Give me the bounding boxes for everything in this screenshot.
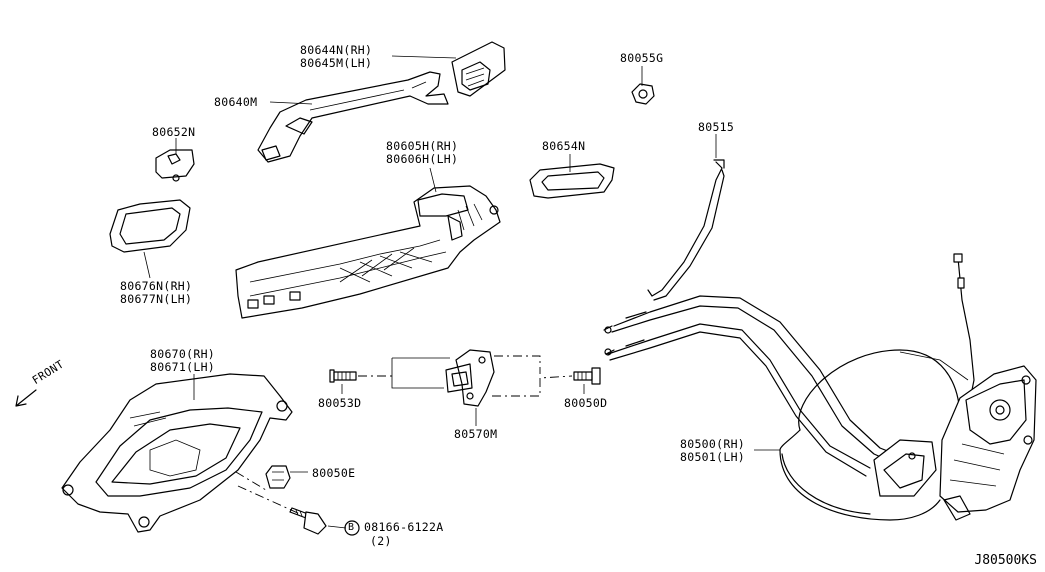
assembly-line [492,375,573,397]
label-80652n: 80652N [152,125,196,139]
assembly-line [235,471,267,491]
part-number: 80501(LH) [680,450,746,464]
label-80640m: 80640M [214,95,258,109]
outside-handle-bracket [257,71,449,163]
label-80053d: 80053D [318,396,362,410]
clip-80050e [265,465,291,489]
label-80605h: 80605H(RH)80606H(LH) [386,140,458,166]
part-number: 80606H(LH) [386,152,459,166]
handle-gasket [109,199,191,253]
diagram-code: J80500KS [974,553,1037,568]
screw-80050d [573,367,601,385]
outside-handle-frame [235,185,501,319]
part-number: 80605H(RH) [386,139,459,153]
label-80676n: 80676N(RH)80677N(LH) [120,280,192,306]
bolt-marker: B [348,522,355,533]
label-80055g: 80055G [620,51,664,65]
striker-80570m [445,349,495,407]
label-80644n: 80644N(RH)80645M(LH) [300,44,372,70]
clip-80055g [631,83,655,105]
part-number: 80670(RH) [150,347,216,361]
bolt-marker-circle [344,520,360,536]
part-number: 80644N(RH) [300,43,373,57]
door-lock-assembly [603,253,1037,521]
part-number: 80671(LH) [150,360,216,374]
label-bolt-qty: (2) [370,534,392,548]
assembly-line [237,485,301,515]
label-80570m: 80570M [454,427,498,441]
front-arrow-icon [15,389,37,407]
part-number: 80677N(LH) [120,292,193,306]
part-number: 80645M(LH) [300,56,373,70]
label-80515: 80515 [698,120,735,134]
leader-lines [143,55,780,529]
label-80050d: 80050D [564,396,608,410]
handle-pad [155,149,195,182]
label-80050e: 80050E [312,466,356,480]
outside-handle-cap [451,41,506,97]
part-number: 80500(RH) [680,437,746,451]
assembly-line [494,355,541,374]
label-80500: 80500(RH)80501(LH) [680,438,745,464]
inside-handle [61,373,293,533]
label-80654n: 80654N [542,139,586,153]
assembly-line [391,358,444,389]
bolt-08166 [289,507,327,535]
label-80670: 80670(RH)80671(LH) [150,348,215,374]
lock-rod [647,159,725,301]
screw-80053d [329,369,357,383]
part-number: 80676N(RH) [120,279,193,293]
label-bolt-part: 08166-6122A [364,520,444,534]
frame-gasket [529,163,615,199]
